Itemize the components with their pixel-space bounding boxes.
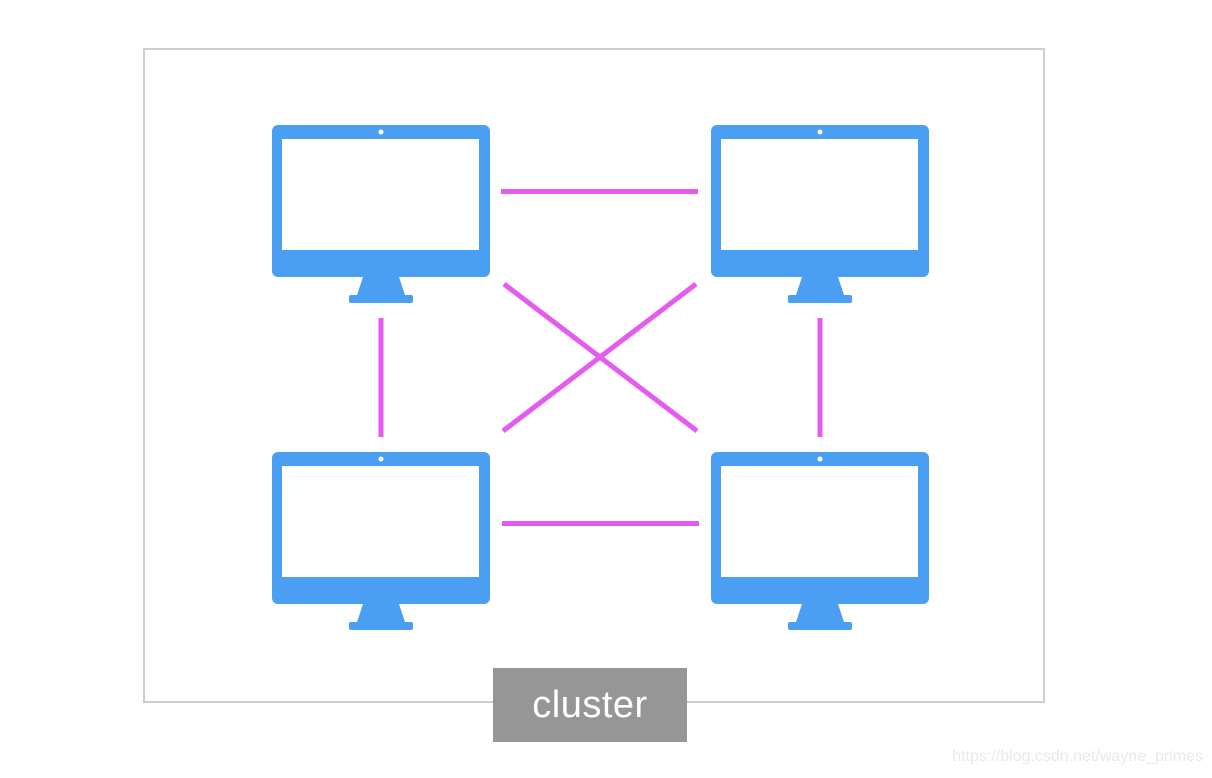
desktop-computer-icon — [711, 125, 929, 303]
monitor-base — [349, 295, 413, 303]
desktop-computer-icon — [272, 452, 490, 630]
camera-dot — [817, 456, 823, 462]
monitor-base — [788, 622, 852, 630]
monitor-screen — [282, 466, 479, 577]
monitor-stand — [357, 604, 405, 622]
monitor-stand — [796, 604, 844, 622]
computer-top-left — [272, 125, 490, 303]
monitor-screen — [282, 139, 479, 250]
desktop-computer-icon — [272, 125, 490, 303]
monitor-stand — [357, 277, 405, 295]
computer-bottom-left — [272, 452, 490, 630]
desktop-computer-icon — [711, 452, 929, 630]
cluster-label: cluster — [493, 668, 687, 742]
computer-bottom-right — [711, 452, 929, 630]
monitor-screen — [721, 139, 918, 250]
monitor-stand — [796, 277, 844, 295]
camera-dot — [378, 129, 384, 135]
monitor-base — [788, 295, 852, 303]
monitor-screen — [721, 466, 918, 577]
monitor-base — [349, 622, 413, 630]
computer-top-right — [711, 125, 929, 303]
edge-computer-top-right--computer-bottom-left — [501, 282, 698, 433]
camera-dot — [378, 456, 384, 462]
camera-dot — [817, 129, 823, 135]
watermark-url: https://blog.csdn.net/wayne_primes — [952, 748, 1203, 765]
